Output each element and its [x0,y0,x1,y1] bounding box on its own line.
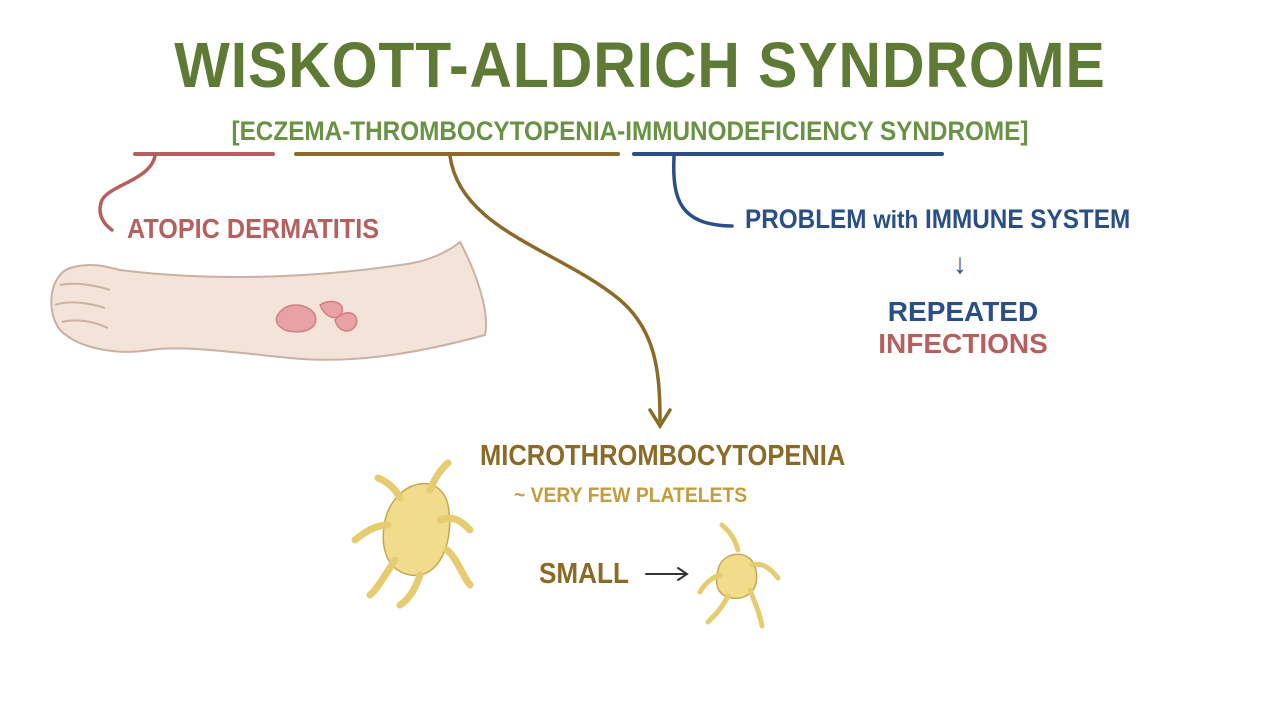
small-platelet [697,522,781,629]
thrombo-arrowhead [648,408,672,430]
small-label: SMALL [539,558,629,590]
immune-system-text: IMMUNE SYSTEM [918,204,1131,234]
immune-problem-label: PROBLEM with IMMUNE SYSTEM [745,204,1130,235]
infections-label: INFECTIONS [878,328,1048,359]
problem-text: PROBLEM [745,204,874,234]
eczema-connector [98,154,157,232]
arm-illustration [50,240,487,361]
microthrombocytopenia-label: MICROTHROMBOCYTOPENIA [480,440,846,472]
down-arrow-icon: ↓ [953,248,967,279]
small-arrow [645,567,689,581]
repeated-label: REPEATED [887,296,1039,327]
few-platelets-label: ~ VERY FEW PLATELETS [514,484,748,507]
with-text: with [873,206,919,234]
immuno-connector [671,154,734,228]
subtitle: [ECZEMA-THROMBOCYTOPENIA-IMMUNODEFICIENC… [231,116,1029,146]
rash-patch [275,300,358,333]
atopic-dermatitis-label: ATOPIC DERMATITIS [127,213,379,244]
thrombo-connector [448,154,662,422]
page-title: WISKOTT-ALDRICH SYNDROME [174,29,1106,101]
large-platelet [351,459,474,609]
